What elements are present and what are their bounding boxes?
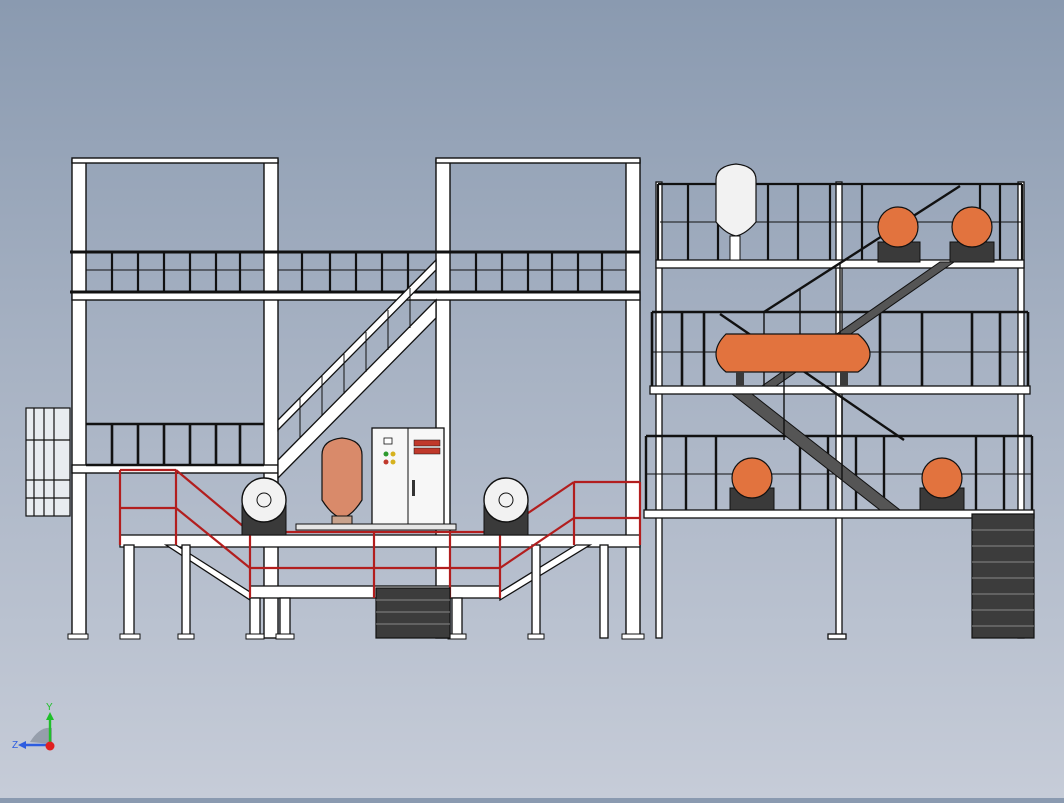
center-stair-block (375, 587, 451, 639)
x-axis-dot (45, 741, 55, 751)
z-axis-label: Z (12, 740, 18, 751)
left-stair-balusters (299, 288, 411, 438)
y-axis-label: Y (46, 702, 53, 713)
left-diagonal-stair (277, 258, 437, 480)
upper-railing-posts (110, 252, 604, 292)
cage-ladder (25, 407, 71, 517)
axis-triad: Y Z (12, 702, 55, 751)
horizontal-drum-right (483, 477, 529, 536)
copper-vertical-tank (321, 437, 363, 527)
column-base-plates (67, 633, 645, 640)
orange-horizontal-vessel (715, 333, 871, 386)
red-handrails (118, 468, 642, 598)
orange-sphere-bottom-1 (729, 457, 775, 511)
horizontal-drum-left (241, 477, 287, 536)
orange-sphere-bottom-2 (919, 457, 965, 511)
right-ground-stair (971, 513, 1035, 639)
orange-sphere-top-2 (949, 206, 995, 263)
mid-left-railing (86, 422, 264, 467)
control-cabinet (295, 427, 457, 531)
orange-sphere-top-1 (877, 206, 921, 263)
white-vertical-tank-top (715, 163, 757, 261)
